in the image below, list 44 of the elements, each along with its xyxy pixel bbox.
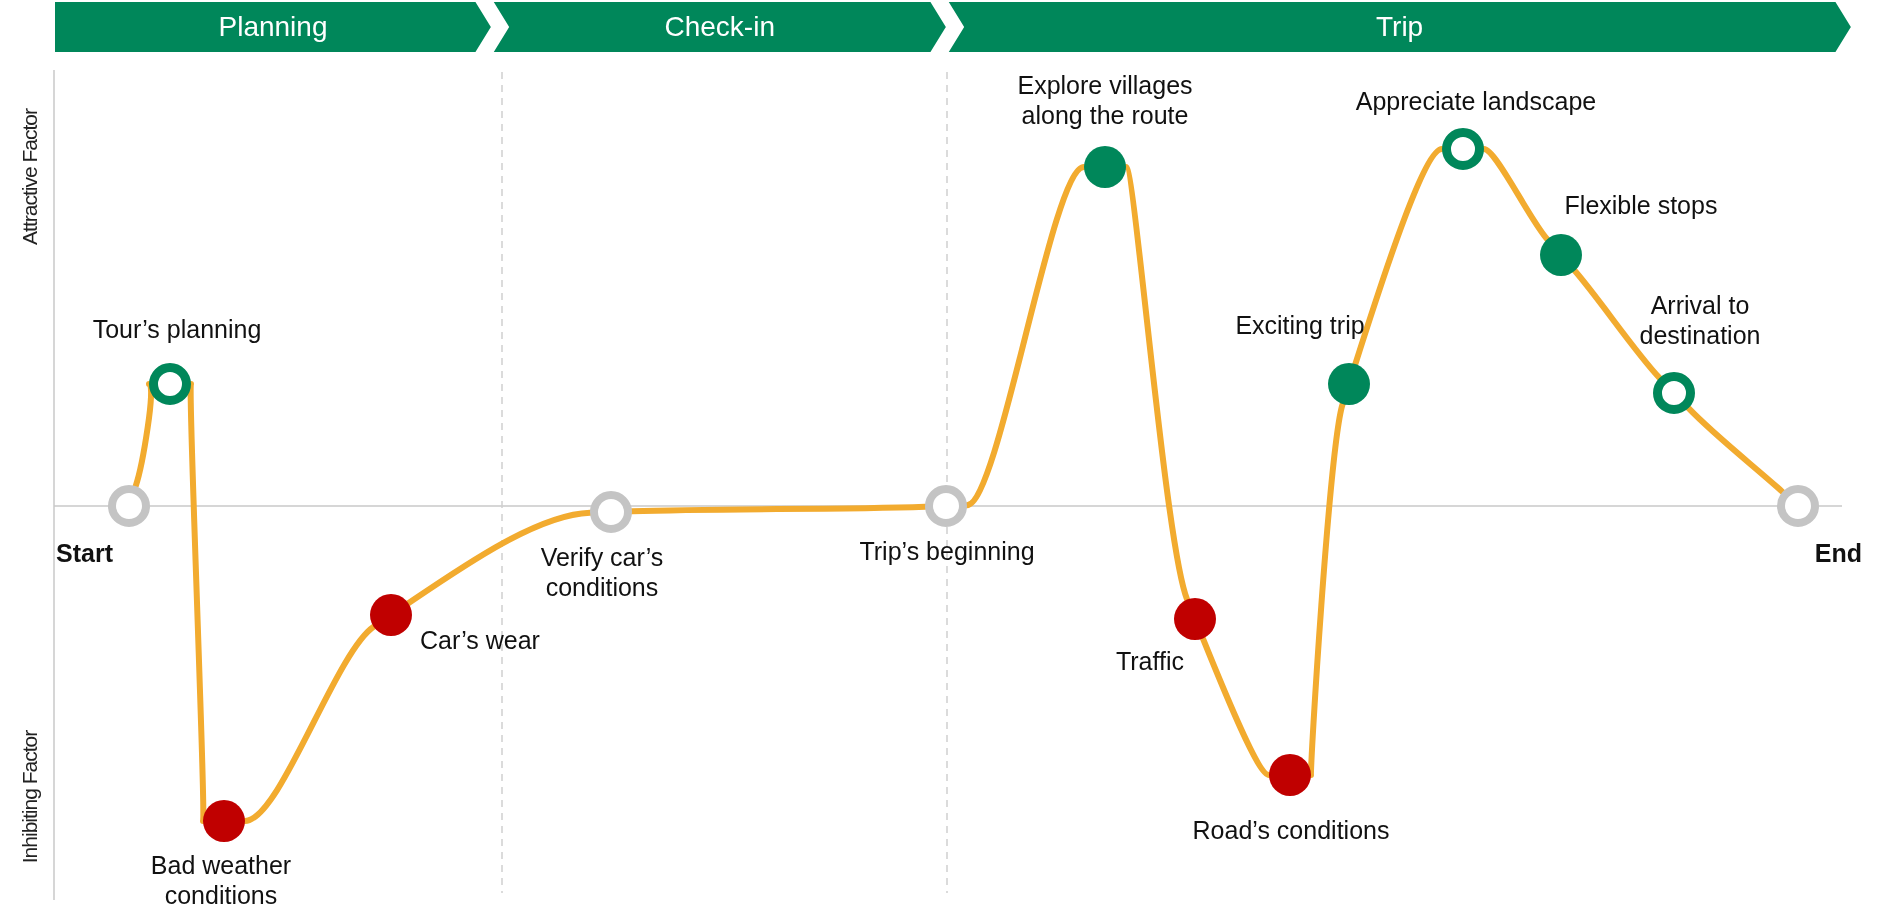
journey-curve [1481, 146, 1551, 243]
point-label: Trip’s beginning [858, 536, 1036, 566]
journey-curve [1308, 401, 1346, 778]
positive-point [1540, 234, 1582, 276]
phase-label: Planning [218, 10, 328, 44]
highlight-point [149, 363, 191, 405]
positive-point [1328, 363, 1370, 405]
point-label: Explore villages along the route [1016, 70, 1194, 130]
point-label: Verify car’s conditions [539, 542, 665, 602]
journey-curve [629, 503, 928, 515]
point-label: Traffic [1114, 646, 1186, 676]
journey-curve [132, 381, 155, 490]
negative-point [1174, 598, 1216, 640]
positive-point [1084, 146, 1126, 188]
negative-point [203, 800, 245, 842]
start-end-point [925, 485, 967, 527]
endpoint-label: End [1813, 538, 1862, 568]
start-end-point [1777, 485, 1819, 527]
point-label: Tour’s planning [91, 314, 263, 344]
journey-curve [1571, 267, 1663, 381]
endpoint-label: Start [56, 538, 114, 568]
point-label: Road’s conditions [1191, 815, 1391, 845]
journey-curve [1123, 164, 1191, 603]
start-end-point [590, 491, 632, 533]
point-label: Exciting trip [1234, 310, 1366, 340]
point-label: Flexible stops [1563, 190, 1719, 220]
highlight-point [1653, 372, 1695, 414]
journey-curve [1352, 146, 1445, 367]
axis-label: Attractive Factor [17, 109, 42, 245]
point-label: Bad weather conditions [149, 850, 293, 910]
axis-label: Inhibiting Factor [18, 730, 43, 864]
phase-label: Check-in [664, 10, 775, 44]
start-end-point [108, 485, 150, 527]
negative-point [1269, 754, 1311, 796]
highlight-point [1442, 128, 1484, 170]
phase-label: Trip [1376, 10, 1424, 44]
journey-curve [187, 381, 207, 824]
journey-curve [1685, 405, 1786, 495]
negative-point [370, 594, 412, 636]
point-label: Arrival to destination [1638, 290, 1762, 350]
point-label: Appreciate landscape [1354, 86, 1598, 116]
journey-curve [242, 623, 377, 824]
point-label: Car’s wear [420, 625, 541, 655]
journey-curve [405, 509, 593, 607]
